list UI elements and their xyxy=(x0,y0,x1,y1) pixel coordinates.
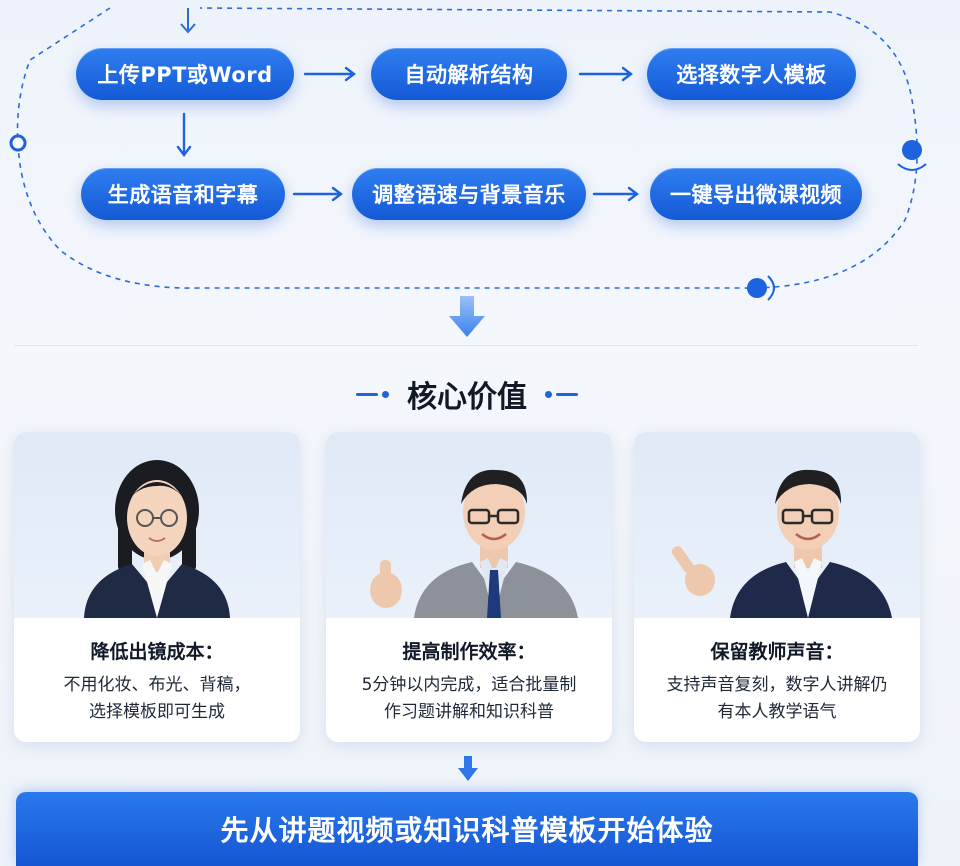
arrow-down-icon xyxy=(449,296,485,337)
divider xyxy=(14,345,918,346)
card-line: 有本人教学语气 xyxy=(717,702,837,722)
start-experience-button[interactable]: 先从讲题视频或知识科普模板开始体验 xyxy=(16,792,918,866)
value-card-voice: 保留教师声音： 支持声音复刻，数字人讲解仍 有本人教学语气 xyxy=(634,432,920,742)
arrow-right-icon xyxy=(303,66,356,82)
card-heading: 保留教师声音： xyxy=(710,641,844,663)
card-line: 不用化妆、布光、背稿， xyxy=(63,675,251,695)
section-title: 核心价值 xyxy=(407,380,527,415)
arrow-right-icon xyxy=(578,66,633,82)
step-export[interactable]: 一键导出微课视频 xyxy=(650,168,862,220)
male-teacher-pointing-avatar xyxy=(634,432,920,618)
arrow-right-icon xyxy=(292,186,343,202)
step-adjust-music[interactable]: 调整语速与背景音乐 xyxy=(352,168,586,220)
workflow-loop xyxy=(9,7,927,301)
title-decoration-right xyxy=(545,390,578,398)
loop-node-left xyxy=(9,134,27,152)
loop-node-right xyxy=(902,140,922,160)
card-heading: 提高制作效率： xyxy=(402,641,536,663)
step-template[interactable]: 选择数字人模板 xyxy=(647,48,856,100)
section-header: 核心价值 xyxy=(0,372,934,416)
value-card-efficiency: 提高制作效率： 5分钟以内完成，适合批量制 作习题讲解和知识科普 xyxy=(326,432,612,742)
card-line: 5分钟以内完成，适合批量制 xyxy=(361,675,577,695)
card-line: 作习题讲解和知识科普 xyxy=(384,702,554,722)
arrow-down-icon xyxy=(176,112,192,157)
loop-node-bottom xyxy=(747,278,767,298)
title-decoration-left xyxy=(356,390,389,398)
card-description: 5分钟以内完成，适合批量制 作习题讲解和知识科普 xyxy=(338,672,600,726)
value-card-cost: 降低出镜成本： 不用化妆、布光、背稿， 选择模板即可生成 xyxy=(14,432,300,742)
card-heading: 降低出镜成本： xyxy=(90,641,224,663)
step-upload[interactable]: 上传PPT或Word xyxy=(76,48,294,100)
step-parse[interactable]: 自动解析结构 xyxy=(371,48,567,100)
arrow-right-icon xyxy=(592,186,639,202)
card-line: 选择模板即可生成 xyxy=(89,702,225,722)
male-teacher-thumbs-up-avatar xyxy=(326,432,612,618)
female-teacher-avatar xyxy=(14,432,300,618)
arrow-down-icon xyxy=(458,756,478,781)
card-description: 不用化妆、布光、背稿， 选择模板即可生成 xyxy=(26,672,288,726)
card-description: 支持声音复刻，数字人讲解仍 有本人教学语气 xyxy=(646,672,908,726)
step-voice-subtitle[interactable]: 生成语音和字幕 xyxy=(81,168,285,220)
card-line: 支持声音复刻，数字人讲解仍 xyxy=(666,675,888,695)
